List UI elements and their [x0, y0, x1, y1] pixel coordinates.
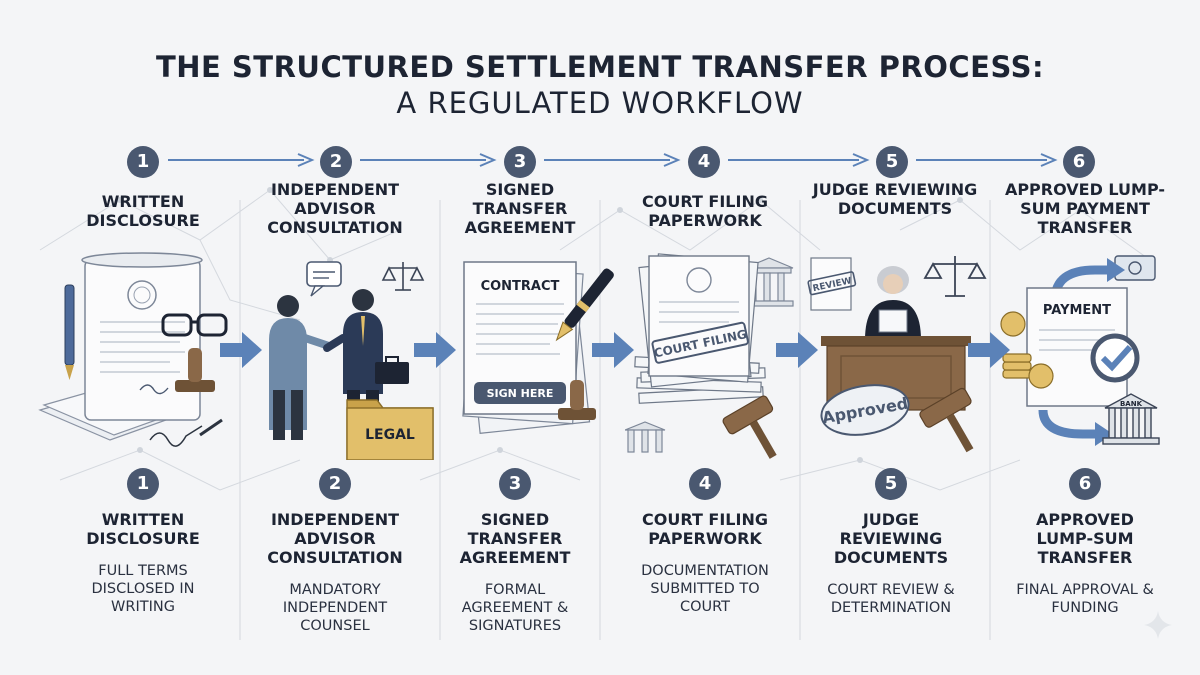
top-step-number-5: 5 — [876, 146, 908, 178]
top-step-number-4: 4 — [688, 146, 720, 178]
legal-folder-label: LEGAL — [365, 427, 415, 443]
bottom-step-desc-1: FULL TERMS DISCLOSED IN WRITING — [91, 563, 195, 615]
bottom-step-number-6: 6 — [1069, 468, 1101, 500]
bottom-step-5: 5 JUDGE REVIEWING DOCUMENTS COURT REVIEW… — [796, 468, 986, 617]
page-title: THE STRUCTURED SETTLEMENT TRANSFER PROCE… — [0, 50, 1200, 122]
top-step-number-6: 6 — [1063, 146, 1095, 178]
flow-arrow-5 — [968, 332, 1010, 368]
title-sub: A REGULATED WORKFLOW — [396, 86, 804, 120]
bottom-step-number-3: 3 — [499, 468, 531, 500]
signed-contract-illustration: CONTRACT SIGN HERE — [462, 261, 614, 434]
top-step-number-2: 2 — [320, 146, 352, 178]
bottom-step-2: 2 INDEPENDENT ADVISOR CONSULTATION MANDA… — [240, 468, 430, 635]
bottom-step-number-1: 1 — [127, 468, 159, 500]
bottom-step-desc-6: FINAL APPROVAL & FUNDING — [1016, 582, 1154, 616]
top-step-title-6: APPROVED LUMP-SUM PAYMENT TRANSFER — [1004, 180, 1166, 237]
payment-transfer-illustration: PAYMENT BANK — [1000, 255, 1160, 446]
flow-arrow-3 — [592, 332, 634, 368]
connector-arrow-5 — [916, 153, 1058, 167]
connector-arrow-1 — [168, 153, 315, 167]
connector-arrow-2 — [360, 153, 497, 167]
top-step-title-2: INDEPENDENT ADVISOR CONSULTATION — [267, 180, 403, 237]
connector-arrow-4 — [728, 153, 870, 167]
top-step-title-4: COURT FILING PAPERWORK — [642, 192, 768, 230]
judge-review-illustration: REVIEW Approved — [807, 256, 987, 453]
bottom-step-desc-4: DOCUMENTATION SUBMITTED TO COURT — [641, 563, 769, 615]
bottom-step-title-2: INDEPENDENT ADVISOR CONSULTATION — [267, 510, 403, 567]
flow-arrow-2 — [414, 332, 456, 368]
top-step-number-3: 3 — [504, 146, 536, 178]
bottom-step-4: 4 COURT FILING PAPERWORK DOCUMENTATION S… — [610, 468, 800, 616]
connector-arrow-3 — [544, 153, 681, 167]
bottom-step-6: 6 APPROVED LUMP-SUM TRANSFER FINAL APPRO… — [985, 468, 1185, 617]
top-step-number-1: 1 — [127, 146, 159, 178]
bottom-step-desc-2: MANDATORY INDEPENDENT COUNSEL — [282, 582, 388, 634]
top-step-title-1: WRITTEN DISCLOSURE — [86, 192, 200, 230]
sign-here-label: SIGN HERE — [487, 387, 554, 400]
bottom-step-title-6: APPROVED LUMP-SUM TRANSFER — [1036, 510, 1134, 567]
advisor-consultation-illustration: LEGAL — [269, 261, 434, 460]
bottom-step-title-4: COURT FILING PAPERWORK — [642, 510, 768, 548]
bottom-step-title-5: JUDGE REVIEWING DOCUMENTS — [833, 510, 949, 567]
bottom-step-title-3: SIGNED TRANSFER AGREEMENT — [459, 510, 571, 567]
bottom-step-1: 1 WRITTEN DISCLOSURE FULL TERMS DISCLOSE… — [48, 468, 238, 616]
sparkle-icon — [1144, 611, 1172, 639]
bottom-step-desc-3: FORMAL AGREEMENT & SIGNATURES — [461, 582, 569, 634]
bottom-step-number-5: 5 — [875, 468, 907, 500]
title-main: THE STRUCTURED SETTLEMENT TRANSFER PROCE… — [155, 50, 1045, 84]
flow-arrow-1 — [220, 332, 262, 368]
top-step-title-3: SIGNED TRANSFER AGREEMENT — [464, 180, 576, 237]
bottom-step-title-1: WRITTEN DISCLOSURE — [86, 510, 200, 548]
disclosure-document-illustration — [38, 252, 228, 447]
contract-label: CONTRACT — [481, 279, 560, 294]
payment-doc-label: PAYMENT — [1043, 303, 1111, 318]
flow-arrow-4 — [776, 332, 818, 368]
bottom-step-desc-5: COURT REVIEW & DETERMINATION — [827, 582, 955, 616]
top-step-title-5: JUDGE REVIEWING DOCUMENTS — [812, 180, 978, 218]
court-filing-illustration: COURT FILING — [625, 253, 794, 459]
bottom-step-number-4: 4 — [689, 468, 721, 500]
bank-label: BANK — [1120, 400, 1143, 408]
bottom-step-number-2: 2 — [319, 468, 351, 500]
bottom-step-3: 3 SIGNED TRANSFER AGREEMENT FORMAL AGREE… — [430, 468, 600, 635]
